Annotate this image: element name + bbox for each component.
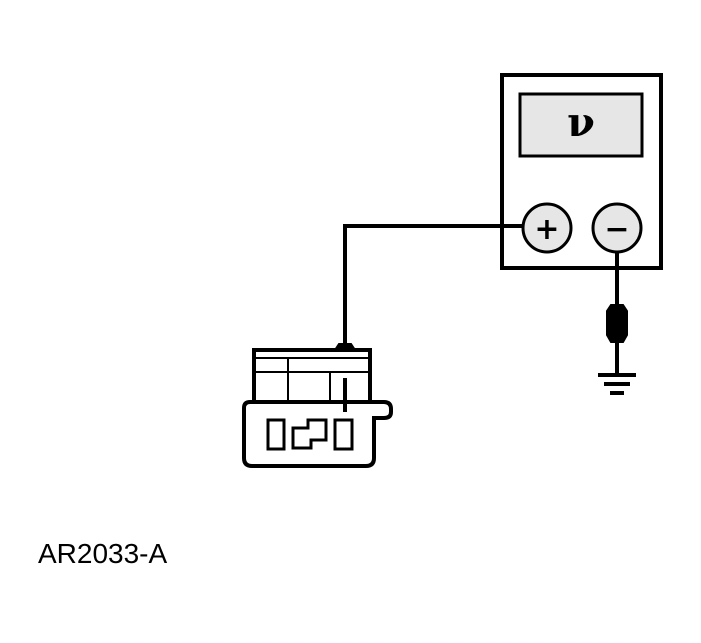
positive-terminal-sign: + [534, 212, 559, 247]
multimeter: ν + − [500, 73, 663, 270]
positive-lead-wire [343, 224, 523, 345]
figure-reference-id: AR2033-A [38, 538, 168, 569]
ground-icon [598, 373, 636, 395]
multimeter-display [518, 92, 644, 158]
connector-cavity-left [266, 418, 286, 451]
negative-probe [606, 304, 628, 374]
connector-cavity-center [291, 418, 328, 450]
connector-cavity-right [333, 418, 354, 451]
electrical-connector [242, 348, 393, 468]
meter-display-symbol: ν [567, 99, 595, 146]
negative-terminal-sign: − [604, 212, 629, 247]
